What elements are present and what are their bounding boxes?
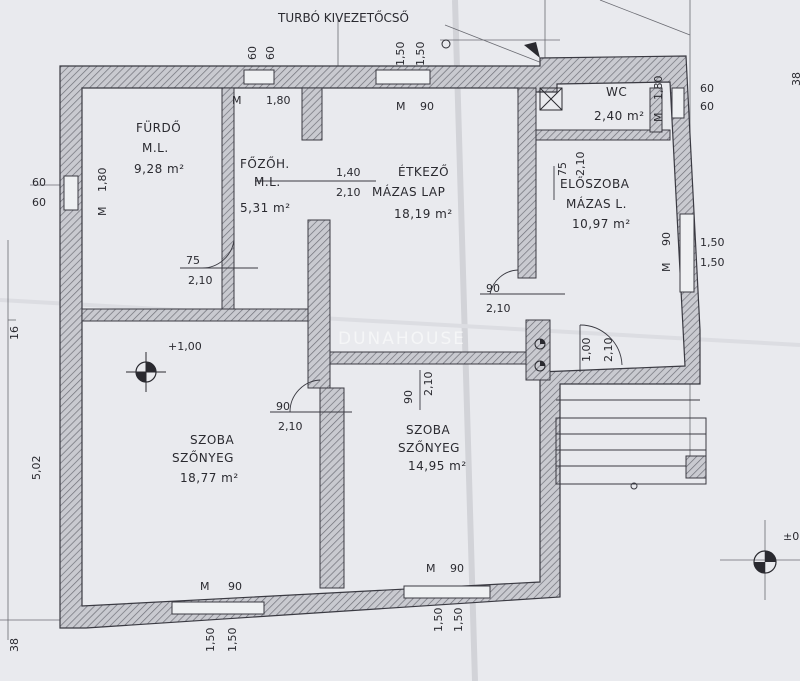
room-etkezo-name: ÉTKEZŐ bbox=[398, 164, 449, 179]
interior-walls bbox=[81, 87, 671, 589]
window-bottom-right-v2: 1,50 bbox=[452, 608, 465, 633]
chimney-icon bbox=[539, 87, 563, 111]
window-bottom-left-v1: 1,50 bbox=[204, 628, 217, 653]
room-etkezo-area: 18,19 m² bbox=[394, 207, 453, 221]
room-wc-area: 2,40 m² bbox=[594, 109, 645, 123]
window-right bbox=[679, 213, 695, 293]
door-swings bbox=[180, 166, 623, 413]
window-right-m: M bbox=[660, 263, 673, 273]
paper-fold bbox=[0, 298, 800, 347]
room-eloszoba-area: 10,97 m² bbox=[572, 217, 631, 231]
window-wc-m: M bbox=[652, 113, 665, 123]
window-top-left-v1: 60 bbox=[246, 46, 259, 60]
outside-level-marker-icon bbox=[753, 550, 777, 574]
window-wc bbox=[671, 87, 685, 119]
door-furdo-h: 2,10 bbox=[188, 274, 213, 287]
window-top-left-v2: 60 bbox=[264, 46, 277, 60]
room-fozo-area: 5,31 m² bbox=[240, 201, 291, 215]
door-etkezo-w: 90 bbox=[486, 282, 500, 295]
window-top-left bbox=[243, 69, 275, 85]
window-wc-v1: 60 bbox=[700, 82, 714, 95]
window-left bbox=[63, 175, 79, 211]
room-wc-name: WC bbox=[606, 85, 627, 99]
window-bottom-right-m: M bbox=[426, 562, 436, 575]
room-eloszoba-finish: MÁZAS L. bbox=[566, 196, 627, 211]
window-top-mid-v1: 1,50 bbox=[394, 42, 407, 67]
dim-left-total: 5,02 bbox=[30, 456, 43, 481]
room-furdo-name: FÜRDŐ bbox=[136, 119, 181, 135]
door-szoba1-h: 2,10 bbox=[278, 420, 303, 433]
window-bottom-right bbox=[403, 585, 491, 599]
door-szoba1-w: 90 bbox=[276, 400, 290, 413]
window-bottom-left bbox=[171, 601, 265, 615]
door-szoba2-h: 2,10 bbox=[422, 372, 435, 397]
room-etkezo-finish: MÁZAS LAP bbox=[372, 184, 445, 199]
entry-stairs bbox=[555, 399, 707, 485]
window-left-v2: 60 bbox=[32, 196, 46, 209]
windows bbox=[63, 69, 695, 615]
window-right-v2: 1,50 bbox=[700, 256, 725, 269]
room-szoba2-name: SZOBA bbox=[406, 423, 451, 437]
room-szoba2-area: 14,95 m² bbox=[408, 459, 467, 473]
room-fozo-name: FŐZŐH. bbox=[240, 156, 290, 171]
window-wc-width: 1,80 bbox=[652, 76, 665, 101]
window-bottom-right-v1: 1,50 bbox=[432, 608, 445, 633]
door-wc-w: 75 bbox=[556, 162, 569, 176]
level-marker-icon bbox=[126, 352, 166, 392]
window-top-mid bbox=[375, 69, 431, 85]
door-szoba2-w: 90 bbox=[402, 390, 415, 404]
vent-icon bbox=[441, 39, 451, 49]
dim-left-top: 16 bbox=[8, 326, 21, 340]
window-bottom-left-v2: 1,50 bbox=[226, 628, 239, 653]
window-top-mid-width: 90 bbox=[420, 100, 434, 113]
window-right-v1: 1,50 bbox=[700, 236, 725, 249]
window-bottom-left-width: 90 bbox=[228, 580, 242, 593]
door-etkezo-h: 2,10 bbox=[486, 302, 511, 315]
window-top-left-width: 1,80 bbox=[266, 94, 291, 107]
door-wc-h: 2,10 bbox=[574, 152, 587, 177]
door-entry-h: 2,10 bbox=[602, 338, 615, 363]
window-wc-v2: 60 bbox=[700, 100, 714, 113]
room-szoba1-finish: SZŐNYEG bbox=[172, 450, 234, 465]
door-entry-w: 1,00 bbox=[580, 338, 593, 363]
window-left-m: M bbox=[96, 207, 109, 217]
level-outside: ±0 bbox=[783, 530, 799, 543]
level-main: +1,00 bbox=[168, 340, 202, 353]
door-fozo-h: 2,10 bbox=[336, 186, 361, 199]
window-top-left-m: M bbox=[232, 94, 242, 107]
window-top-mid-m: M bbox=[396, 100, 406, 113]
room-fozo-finish: M.L. bbox=[254, 175, 281, 189]
room-szoba1-area: 18,77 m² bbox=[180, 471, 239, 485]
stair-marker-icon bbox=[630, 482, 638, 490]
window-left-v1: 60 bbox=[32, 176, 46, 189]
room-szoba2-finish: SZŐNYEG bbox=[398, 440, 460, 455]
flue-label: TURBÓ KIVEZETŐCSŐ bbox=[277, 10, 409, 25]
window-bottom-right-width: 90 bbox=[450, 562, 464, 575]
window-top-mid-v2: 1,50 bbox=[414, 42, 427, 67]
small-marker-icon bbox=[534, 338, 546, 372]
window-right-width: 90 bbox=[660, 232, 673, 246]
arrow-icon bbox=[524, 42, 540, 58]
watermark: DUNAHOUSE bbox=[338, 329, 466, 349]
window-left-width: 1,80 bbox=[96, 168, 109, 193]
room-furdo-finish: M.L. bbox=[142, 141, 169, 155]
window-bottom-left-m: M bbox=[200, 580, 210, 593]
door-furdo-w: 75 bbox=[186, 254, 200, 267]
paper-fold bbox=[452, 0, 478, 681]
door-fozo-w: 1,40 bbox=[336, 166, 361, 179]
dim-left-bottom: 38 bbox=[8, 638, 21, 652]
room-szoba1-name: SZOBA bbox=[190, 433, 235, 447]
dim-right-top: 38 bbox=[790, 72, 800, 86]
room-furdo-area: 9,28 m² bbox=[134, 162, 185, 176]
room-eloszoba-name: ELŐSZOBA bbox=[560, 176, 630, 191]
